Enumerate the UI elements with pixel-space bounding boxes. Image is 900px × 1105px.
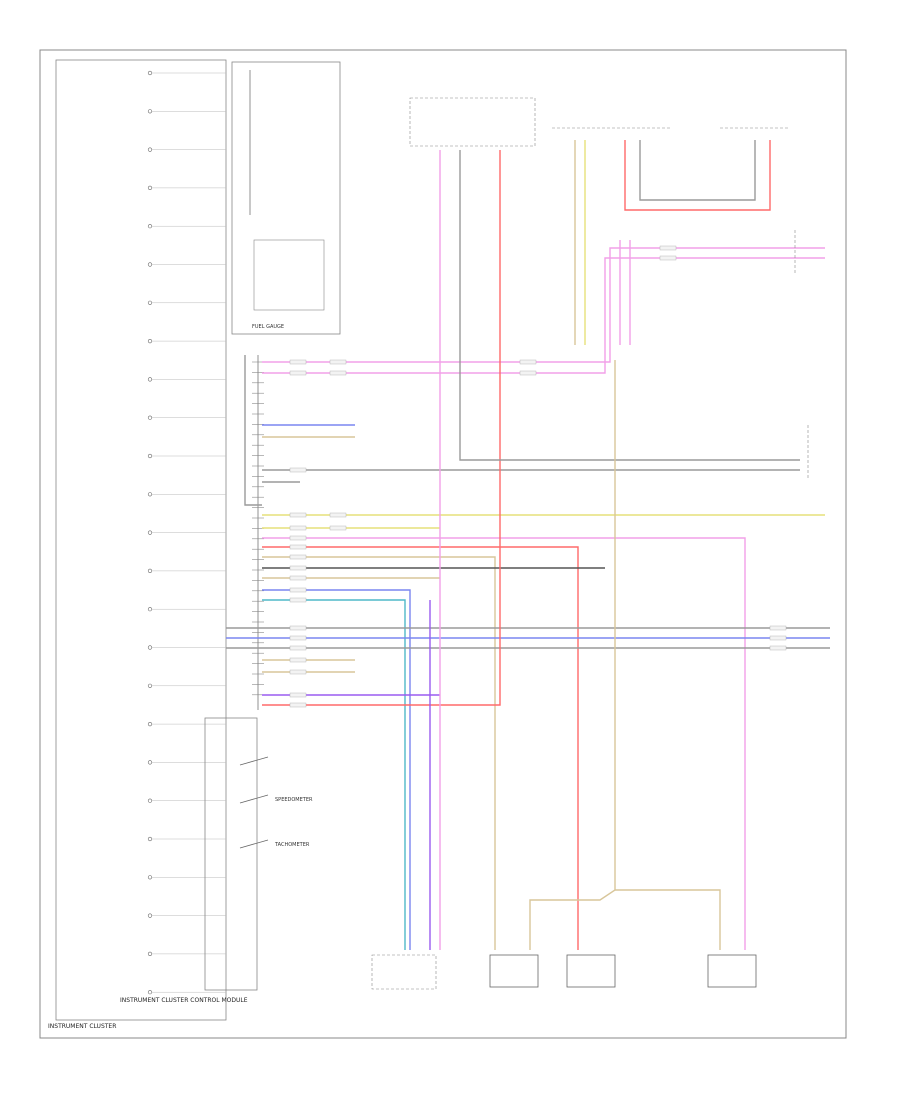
indicator-lamp-icon — [147, 645, 153, 650]
wire — [624, 140, 771, 211]
wire-tag — [329, 512, 347, 518]
indicator-lamp-icon — [147, 224, 153, 229]
wire-tag — [289, 587, 307, 593]
switch-box — [231, 61, 341, 335]
wire-tag — [289, 525, 307, 531]
fuse-block-box — [409, 97, 536, 147]
wire-tag — [289, 359, 307, 365]
top-components — [409, 97, 809, 478]
wire — [262, 247, 825, 363]
indicator-lamp-icon — [147, 607, 153, 612]
indicator-lamp-icon — [147, 300, 153, 305]
gauge-box — [204, 717, 258, 991]
cluster-box — [55, 59, 227, 1021]
indicator-lamp-icon — [147, 951, 153, 957]
wire-tag — [289, 544, 307, 550]
seat-belt-switch-box — [371, 954, 437, 990]
wire-tag — [329, 525, 347, 531]
wire — [459, 150, 800, 461]
tachometer-switch — [239, 839, 269, 849]
wire-tag — [659, 255, 677, 261]
wire-tag — [289, 645, 307, 651]
wire-tag — [289, 554, 307, 560]
indicator-lamp-icon — [147, 530, 153, 535]
indicator-lamp-icon — [147, 415, 153, 420]
gauge-switch-1 — [239, 756, 269, 766]
wire — [262, 556, 496, 950]
indicator-lamp-icon — [147, 568, 153, 574]
wire-tag — [289, 535, 307, 541]
wire-tag — [289, 669, 307, 675]
indicator-lamp-icon — [147, 798, 153, 803]
wire-tag — [769, 645, 787, 651]
indicator-lamp-icon — [147, 913, 153, 918]
wire — [615, 889, 721, 950]
wire-tag — [769, 625, 787, 631]
wire-tag — [289, 657, 307, 663]
indicator-lamp-icon — [147, 990, 153, 995]
fuel-gauge-label: FUEL GAUGE — [252, 324, 284, 330]
wire — [529, 360, 616, 950]
wire — [639, 140, 756, 201]
sensor-3-box — [707, 954, 757, 988]
tachometer-label: TACHOMETER — [274, 842, 310, 848]
indicator-lamp-icon — [147, 453, 153, 459]
indicator-lamp-icon — [147, 492, 153, 497]
wire-tag — [289, 692, 307, 698]
indicator-group — [147, 70, 226, 995]
sensor-1-box — [489, 954, 539, 988]
wire-tag — [289, 467, 307, 473]
wire-tag — [519, 370, 537, 376]
wire-tag — [659, 245, 677, 251]
wire — [262, 537, 746, 950]
wire — [262, 599, 406, 950]
cluster-connector — [252, 355, 264, 710]
sensor-2-box — [566, 954, 616, 988]
wire-tag — [519, 359, 537, 365]
indicator-lamp-icon — [147, 377, 153, 382]
indicator-lamp-icon — [147, 109, 153, 114]
indicator-lamp-icon — [147, 147, 153, 152]
wire-tag — [329, 370, 347, 376]
wire — [262, 589, 411, 950]
indicator-lamp-icon — [147, 262, 153, 267]
indicator-lamp-icon — [147, 70, 153, 76]
wire-tag — [289, 635, 307, 641]
wire — [262, 257, 825, 374]
bottom-components — [371, 954, 757, 990]
wire — [244, 355, 262, 506]
wire-tag — [329, 359, 347, 365]
indicator-lamp-icon — [147, 836, 153, 842]
wire — [262, 546, 579, 950]
indicator-lamp-icon — [147, 185, 153, 190]
wire-tag — [769, 635, 787, 641]
diagram-title: INSTRUMENT CLUSTER — [48, 1023, 116, 1030]
indicator-lamp-icon — [147, 760, 153, 765]
wire-tag — [289, 597, 307, 603]
wire-tag — [289, 625, 307, 631]
indicator-lamp-icon — [147, 339, 153, 344]
control-module-label: INSTRUMENT CLUSTER CONTROL MODULE — [120, 997, 248, 1004]
speedometer-switch — [239, 794, 269, 804]
wire-tag — [289, 512, 307, 518]
wire-tag — [289, 370, 307, 376]
switch-group — [231, 61, 341, 335]
wire-group — [226, 140, 830, 950]
wire — [262, 150, 501, 706]
wire-tag — [289, 565, 307, 571]
speedometer-label: SPEEDOMETER — [275, 797, 313, 803]
wire-tag — [289, 702, 307, 708]
seat-belt-module-box — [253, 239, 325, 311]
indicator-lamp-icon — [147, 721, 153, 727]
wire-tag — [289, 575, 307, 581]
indicator-lamp-icon — [147, 875, 153, 880]
indicator-lamp-icon — [147, 683, 153, 688]
gauge-group: SPEEDOMETER TACHOMETER — [204, 717, 313, 991]
diagram-frame — [39, 49, 847, 1039]
